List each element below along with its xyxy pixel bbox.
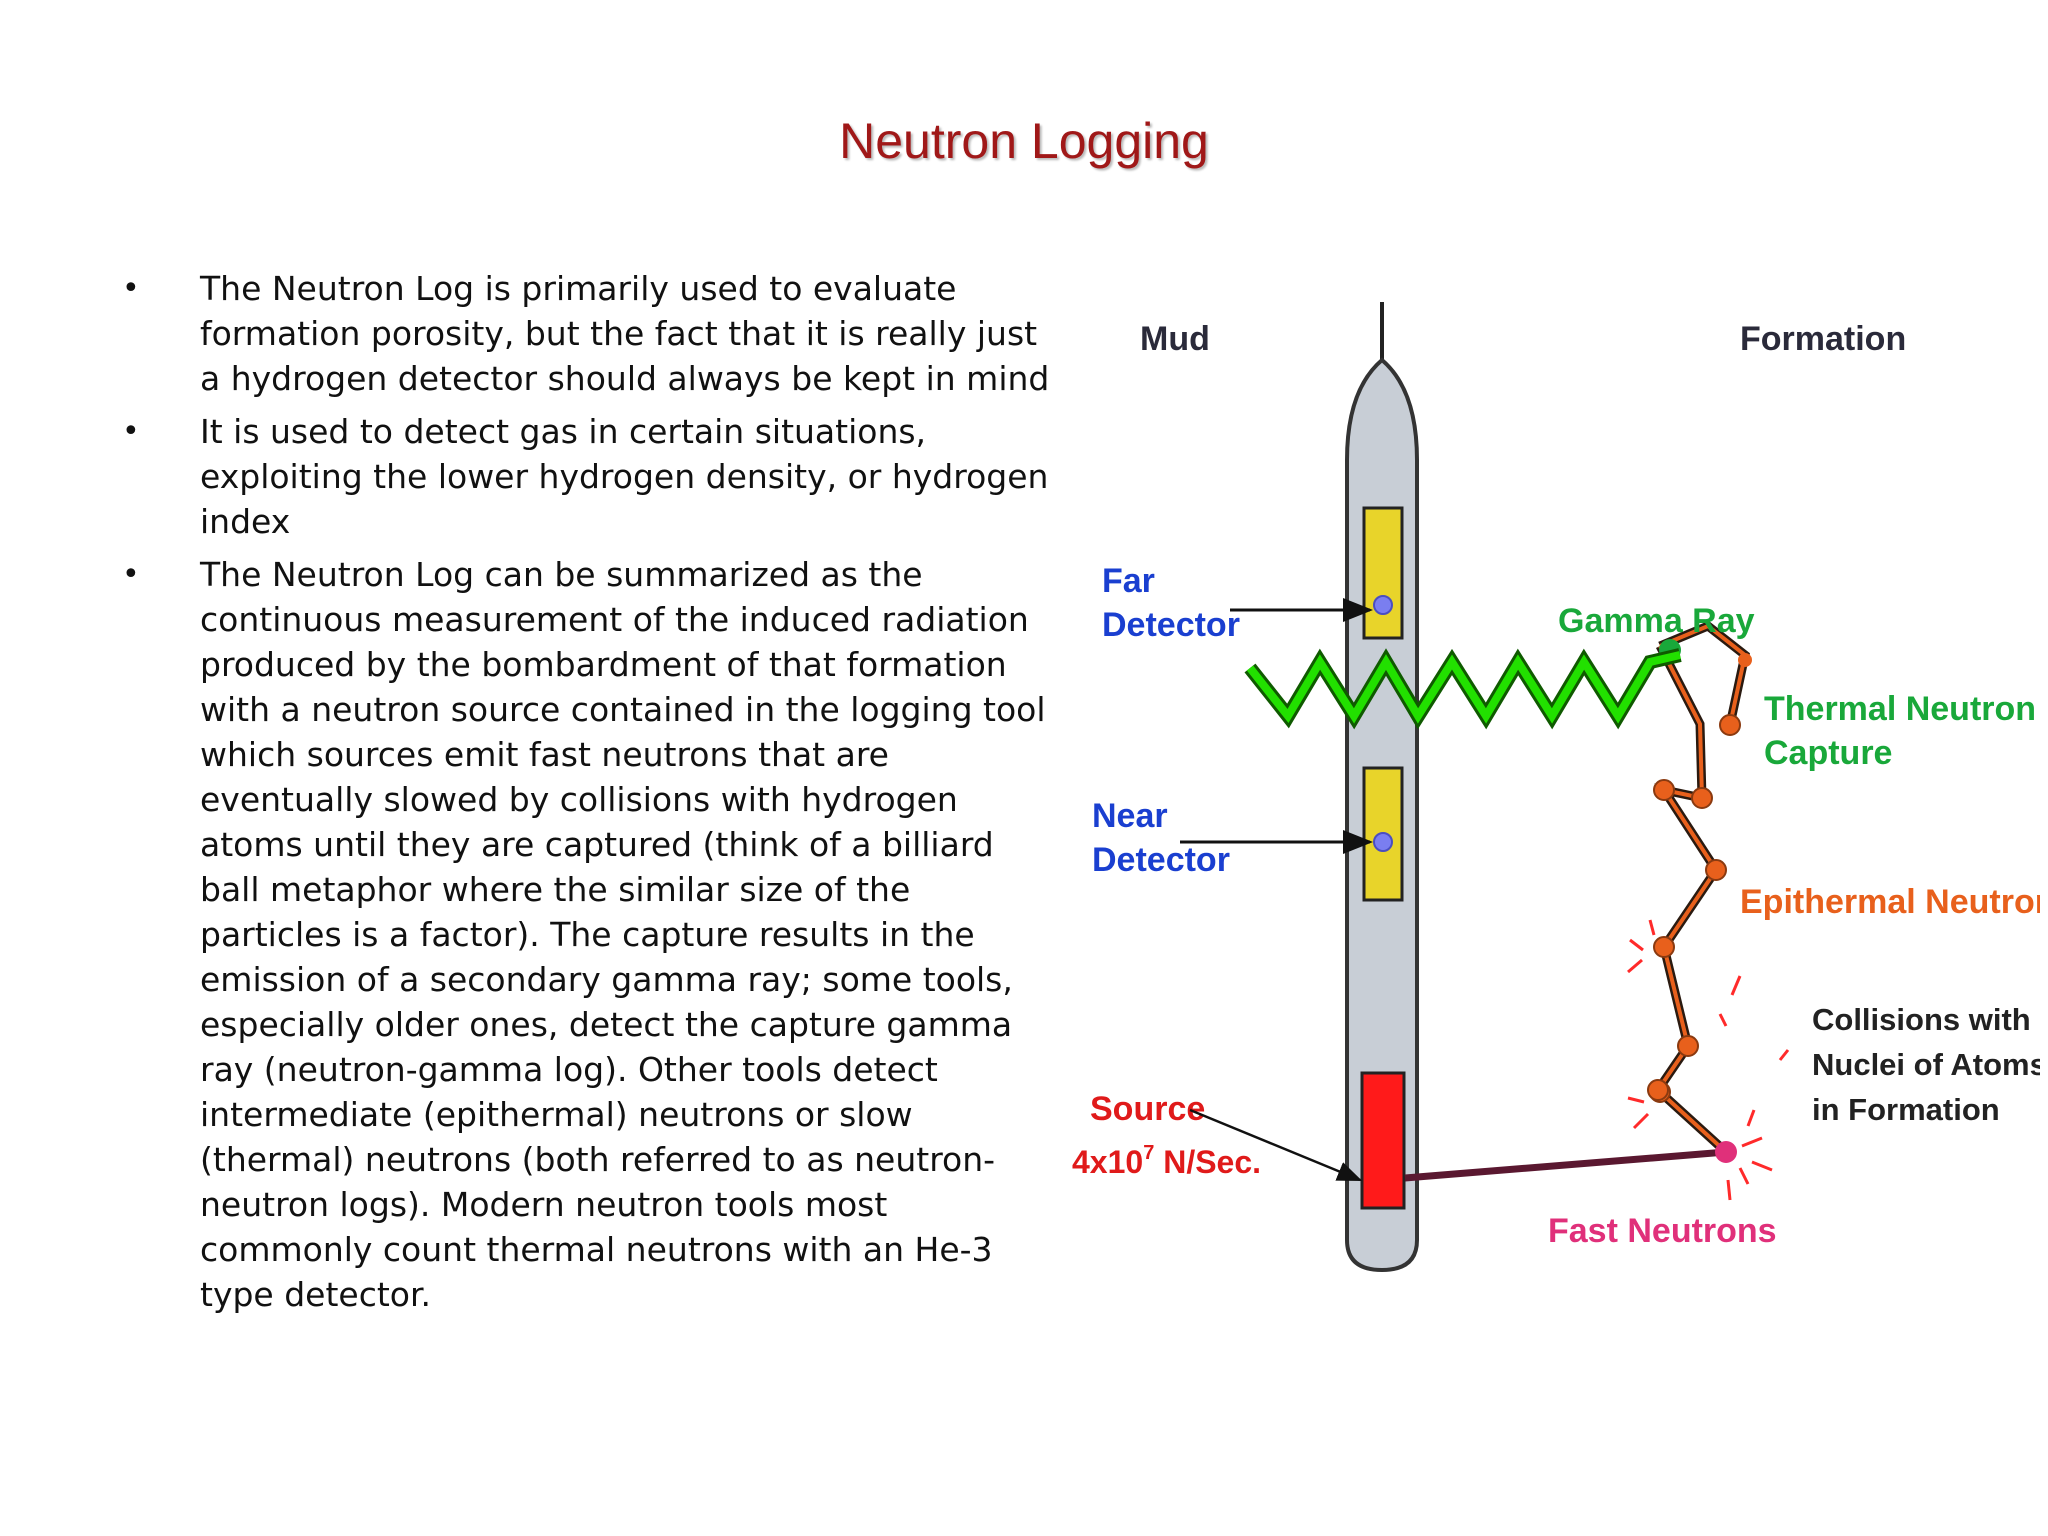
- source-rate-unit: N/Sec.: [1154, 1144, 1261, 1180]
- collisions-label: Collisions with Nuclei of Atoms in Forma…: [1812, 1002, 2040, 1127]
- thermal-capture-line2: Capture: [1764, 734, 1892, 772]
- bullet-text: The Neutron Log is primarily used to eva…: [200, 269, 1050, 398]
- mud-label: Mud: [1140, 320, 1210, 358]
- far-detector-block: [1362, 506, 1404, 640]
- source-rate-exponent: 7: [1143, 1142, 1154, 1164]
- source-rate-base: 4x10: [1072, 1144, 1143, 1180]
- near-detector-element: [1373, 832, 1393, 852]
- far-detector-label-line1: Far: [1102, 562, 1155, 600]
- source-rate-label: 4x107 N/Sec.: [1072, 1142, 1261, 1180]
- collisions-line1: Collisions with: [1812, 1002, 2031, 1037]
- thermal-atom: [1738, 653, 1752, 667]
- collision-atom: [1647, 1079, 1669, 1101]
- bullet-text: The Neutron Log can be summarized as the…: [200, 555, 1046, 1314]
- neutron-source-block: [1360, 1071, 1406, 1210]
- collision-atom: [1705, 859, 1727, 881]
- source-label: Source: [1090, 1090, 1205, 1128]
- far-detector-label-line2: Detector: [1102, 606, 1240, 644]
- gamma-ray-label: Gamma Ray: [1558, 602, 1755, 640]
- thermal-path-inner: [1659, 623, 1748, 726]
- near-detector-label: Near Detector: [1092, 797, 1230, 879]
- collision-atom: [1677, 1035, 1699, 1057]
- far-detector-element: [1373, 595, 1393, 615]
- fast-neutron-path: [1404, 1148, 1727, 1182]
- bullet-marker: •: [122, 414, 140, 449]
- near-detector-label-line2: Detector: [1092, 841, 1230, 879]
- page-title: Neutron Logging: [839, 113, 1209, 169]
- collision-atom: [1719, 714, 1741, 736]
- collision-atom: [1653, 936, 1675, 958]
- collisions-line2: Nuclei of Atoms: [1812, 1047, 2040, 1082]
- far-detector-label: Far Detector: [1102, 562, 1240, 644]
- bullet-marker: •: [122, 271, 140, 306]
- fast-neutrons-label: Fast Neutrons: [1548, 1212, 1777, 1250]
- neutron-tool-diagram: Mud Formation Far Detector Near Detector…: [1072, 302, 2040, 1273]
- near-detector-label-line1: Near: [1092, 797, 1168, 835]
- collision-atom: [1691, 787, 1713, 809]
- fast-neutron-atom: [1715, 1141, 1737, 1163]
- thermal-capture-label: Thermal Neutron Capture: [1764, 690, 2040, 772]
- collision-sparks: [1627, 919, 1790, 1201]
- collision-atom: [1653, 779, 1675, 801]
- collisions-line3: in Formation: [1812, 1092, 2000, 1127]
- list-item: • The Neutron Log is primarily used to e…: [118, 266, 1058, 401]
- epithermal-label: Epithermal Neutron: [1740, 883, 2040, 921]
- bullet-marker: •: [122, 557, 140, 592]
- bullet-text: It is used to detect gas in certain situ…: [200, 412, 1049, 541]
- list-item: • The Neutron Log can be summarized as t…: [118, 552, 1058, 1317]
- list-item: • It is used to detect gas in certain si…: [118, 409, 1058, 544]
- gamma-ray-wave-inner: [1246, 651, 1681, 724]
- bullet-list: • The Neutron Log is primarily used to e…: [118, 266, 1058, 1325]
- formation-label: Formation: [1740, 320, 1906, 358]
- source-arrow: [1189, 1108, 1363, 1182]
- thermal-capture-line1: Thermal Neutron: [1764, 690, 2036, 728]
